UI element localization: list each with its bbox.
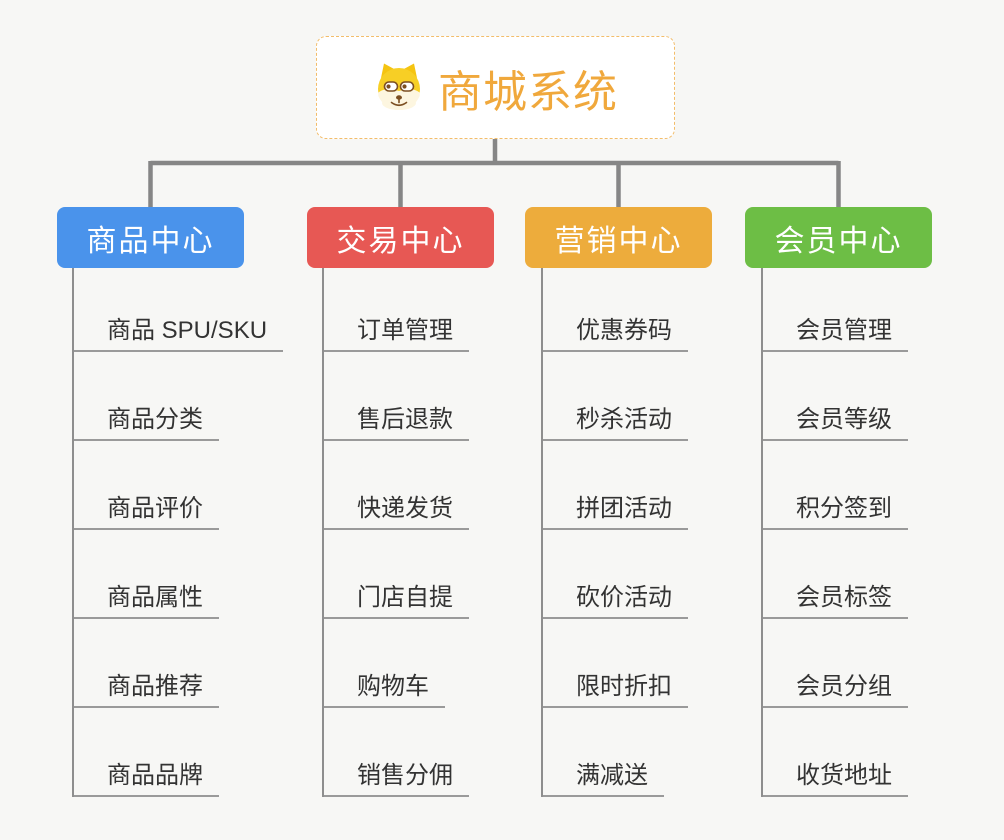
leaf-topic[interactable]: 售后退款 — [324, 399, 469, 441]
branch-member-center[interactable]: 会员中心 — [745, 207, 932, 268]
branch-label: 会员中心 — [774, 224, 903, 258]
branch-column-product: 商品 SPU/SKU 商品分类 商品评价 商品属性 商品推荐 商品品牌 — [72, 268, 284, 797]
leaf-topic[interactable]: 限时折扣 — [543, 666, 688, 708]
leaf-topic[interactable]: 积分签到 — [763, 488, 908, 530]
leaf-topic[interactable]: 会员标签 — [763, 577, 908, 619]
branch-product-center[interactable]: 商品中心 — [57, 207, 244, 268]
branch-label: 营销中心 — [554, 224, 683, 258]
leaf-topic[interactable]: 门店自提 — [324, 577, 469, 619]
leaf-topic[interactable]: 会员等级 — [763, 399, 908, 441]
leaf-topic[interactable]: 购物车 — [324, 666, 445, 708]
leaf-topic[interactable]: 优惠券码 — [543, 310, 688, 352]
leaf-topic[interactable]: 秒杀活动 — [543, 399, 688, 441]
leaf-topic[interactable]: 收货地址 — [763, 755, 908, 797]
branch-column-trade: 订单管理 售后退款 快递发货 门店自提 购物车 销售分佣 — [322, 268, 469, 797]
leaf-topic[interactable]: 商品 SPU/SKU — [74, 310, 284, 352]
branch-column-member: 会员管理 会员等级 积分签到 会员标签 会员分组 收货地址 — [761, 268, 908, 797]
root-topic-title: 商城系统 — [438, 67, 618, 117]
leaf-topic[interactable]: 商品推荐 — [74, 666, 219, 708]
branch-label: 商品中心 — [86, 224, 215, 258]
leaf-topic[interactable]: 满减送 — [543, 755, 664, 797]
leaf-topic[interactable]: 拼团活动 — [543, 488, 688, 530]
leaf-topic[interactable]: 销售分佣 — [324, 755, 469, 797]
leaf-topic[interactable]: 快递发货 — [324, 488, 469, 530]
leaf-topic[interactable]: 商品评价 — [74, 488, 219, 530]
branch-trade-center[interactable]: 交易中心 — [307, 207, 494, 268]
branch-marketing-center[interactable]: 营销中心 — [525, 207, 712, 268]
leaf-topic[interactable]: 会员分组 — [763, 666, 908, 708]
leaf-topic[interactable]: 商品品牌 — [74, 755, 219, 797]
branch-label: 交易中心 — [336, 224, 465, 258]
leaf-topic[interactable]: 订单管理 — [324, 310, 469, 352]
leaf-topic[interactable]: 商品属性 — [74, 577, 219, 619]
shiba-dog-icon — [378, 63, 420, 110]
root-topic[interactable]: 商城系统 — [316, 36, 675, 139]
connector-path — [148, 136, 841, 209]
branch-column-marketing: 优惠券码 秒杀活动 拼团活动 砍价活动 限时折扣 满减送 — [541, 268, 688, 797]
leaf-topic[interactable]: 会员管理 — [763, 310, 908, 352]
leaf-topic[interactable]: 砍价活动 — [543, 577, 688, 619]
leaf-topic[interactable]: 商品分类 — [74, 399, 219, 441]
